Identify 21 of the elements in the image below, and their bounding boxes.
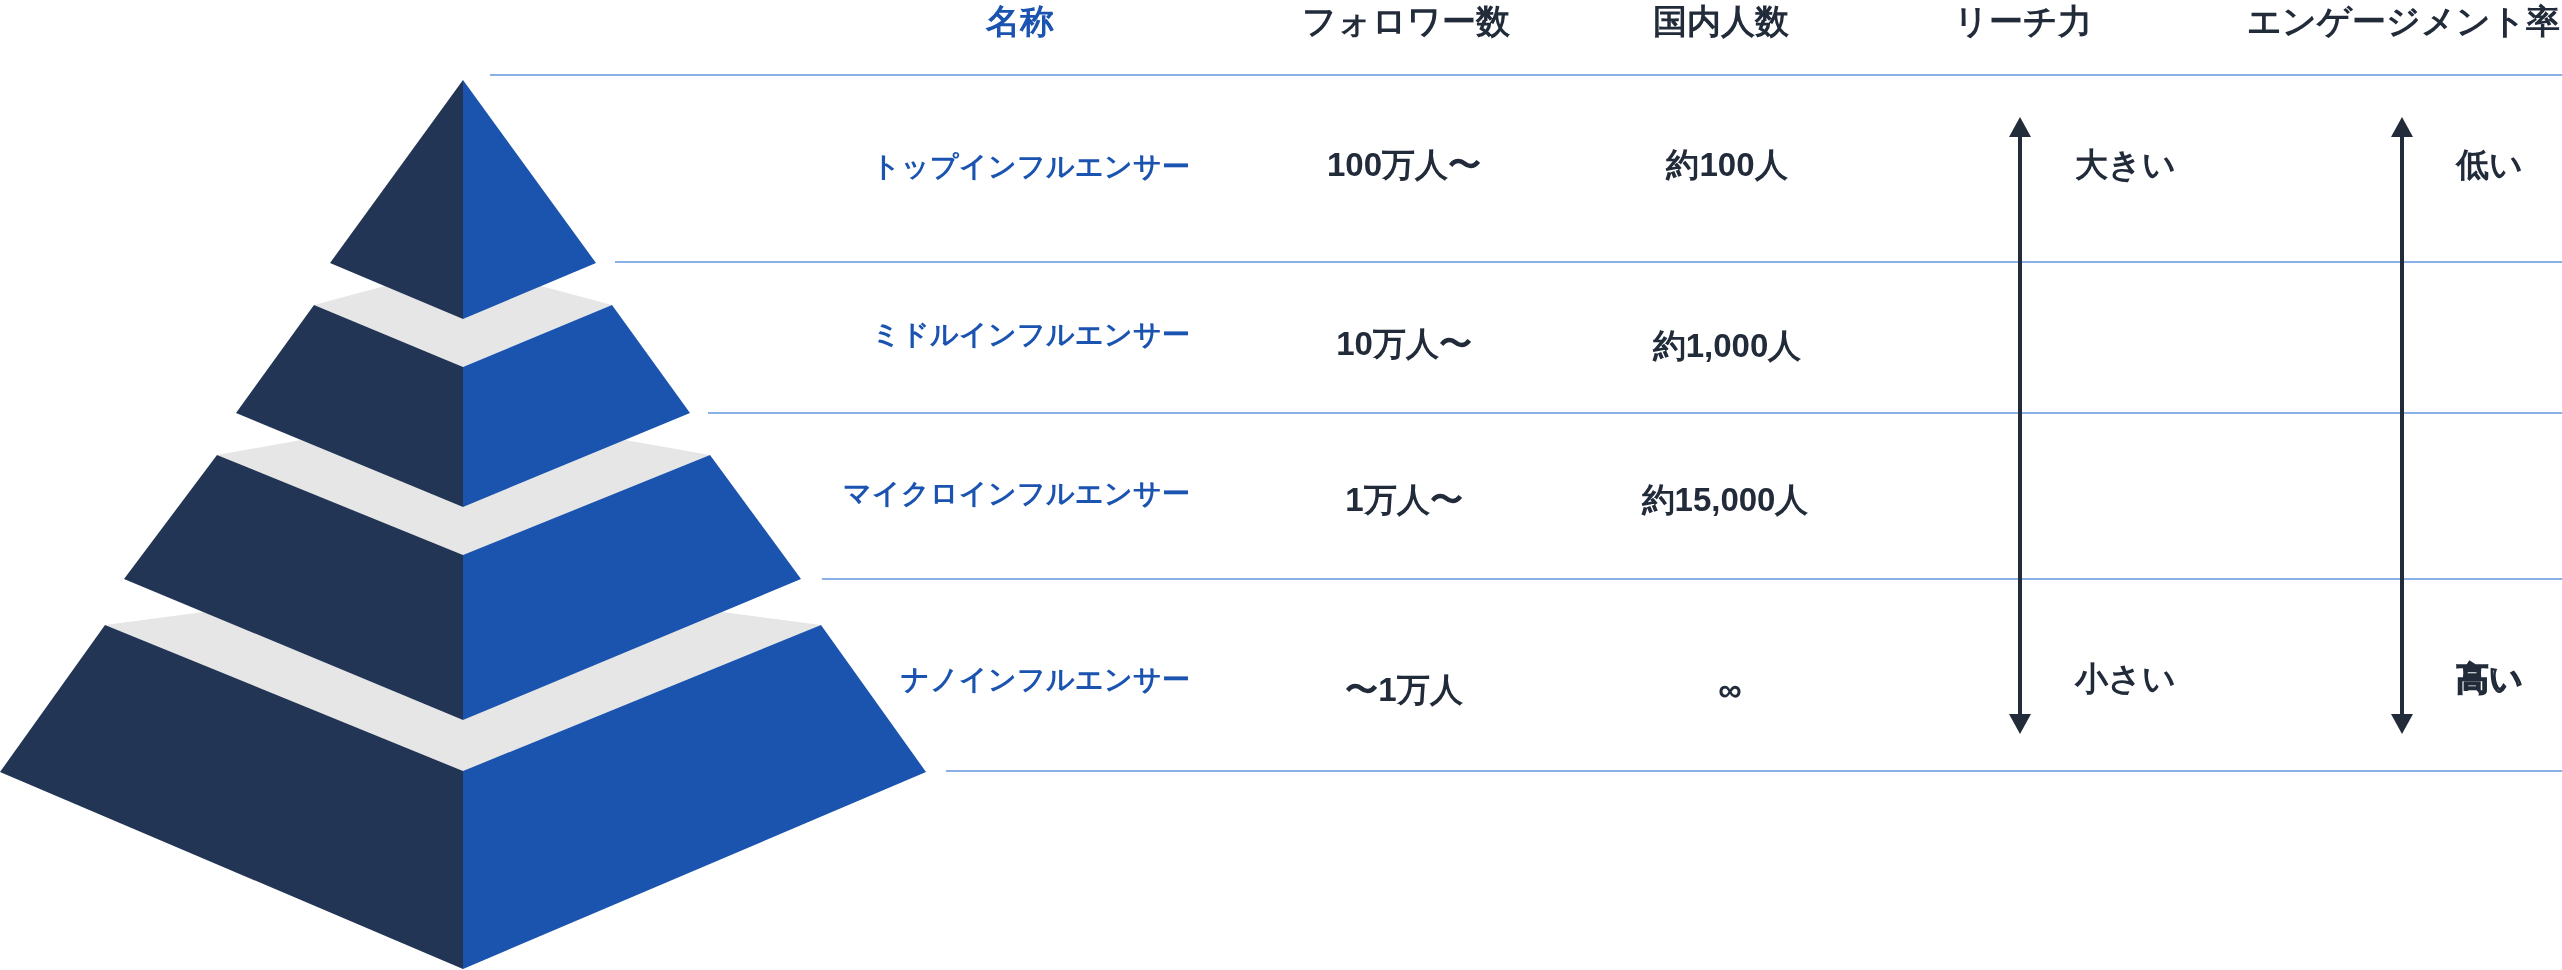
column-header: フォロワー数 bbox=[1302, 4, 1510, 38]
population-count: 約1,000人 bbox=[1652, 328, 1802, 362]
scale-label: 低い bbox=[2456, 147, 2523, 181]
population-count: 約100人 bbox=[1666, 147, 1788, 181]
population-count: 約15,000人 bbox=[1641, 482, 1809, 516]
follower-count: 100万人〜 bbox=[1326, 147, 1482, 181]
column-header: 国内人数 bbox=[1653, 4, 1789, 38]
scale-label: 高い bbox=[2456, 661, 2523, 695]
tier-name: ナノインフルエンサー bbox=[901, 666, 1190, 694]
follower-count: 1万人〜 bbox=[1345, 482, 1463, 516]
column-header: エンゲージメント率 bbox=[2246, 4, 2560, 38]
tier-name: トップインフルエンサー bbox=[872, 153, 1190, 181]
follower-count: 〜1万人 bbox=[1345, 672, 1463, 706]
tier-name: ミドルインフルエンサー bbox=[872, 321, 1190, 349]
population-count: ∞ bbox=[1718, 672, 1742, 706]
column-header: リーチ力 bbox=[1954, 4, 2092, 38]
scale-label: 小さい bbox=[2075, 661, 2176, 695]
column-header: 名称 bbox=[986, 4, 1054, 38]
tier-name: マイクロインフルエンサー bbox=[843, 480, 1190, 508]
follower-count: 10万人〜 bbox=[1336, 326, 1472, 360]
scale-label: 大きい bbox=[2075, 147, 2176, 181]
